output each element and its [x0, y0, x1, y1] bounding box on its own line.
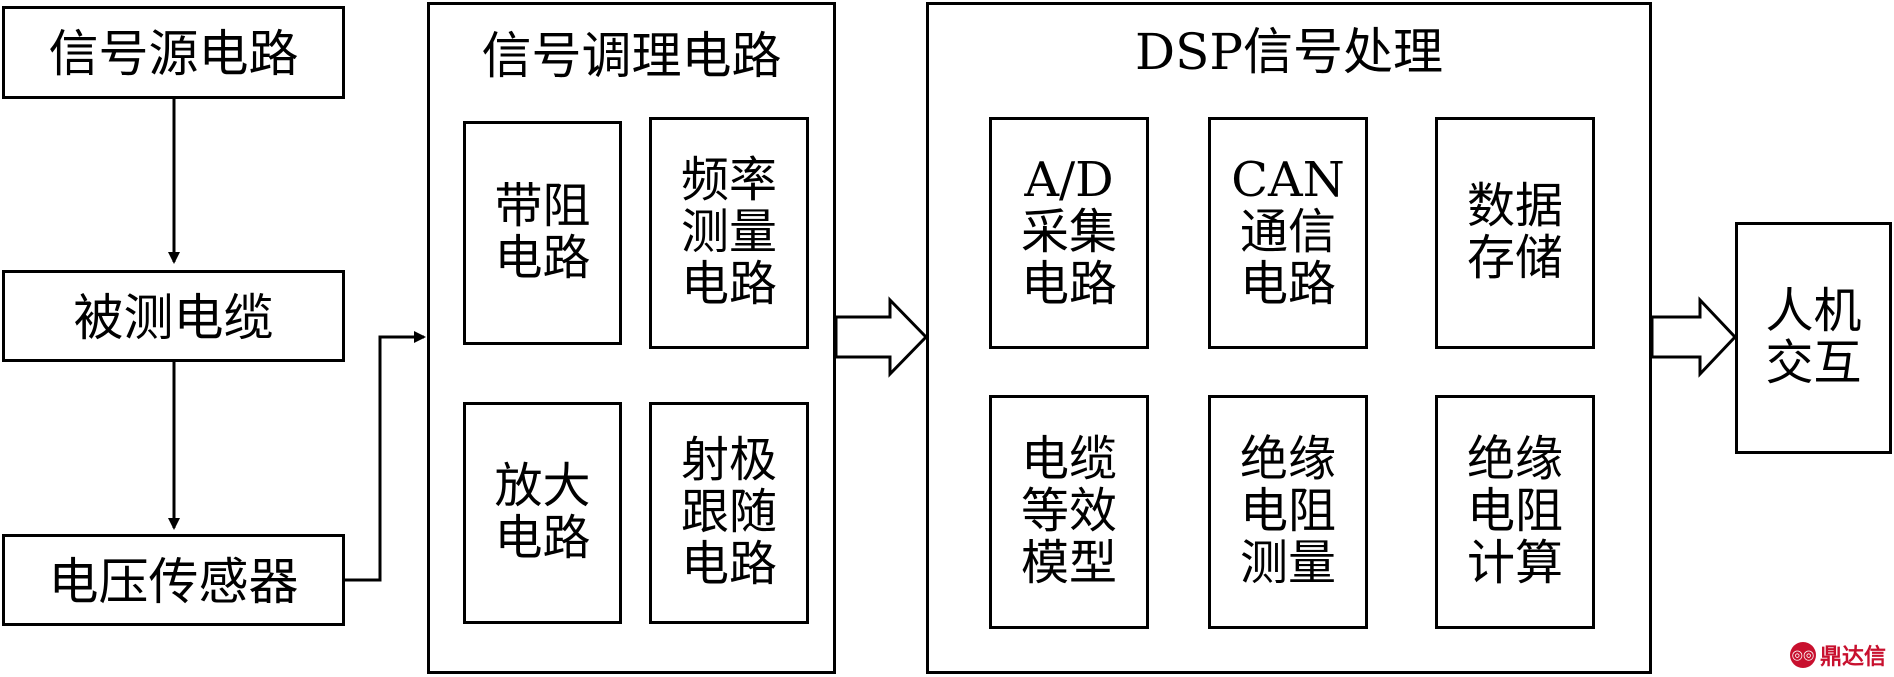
signal-source-box: 信号源电路 [2, 6, 345, 99]
hmi-line-1: 人机 [1765, 283, 1862, 340]
emitter-follower-line-3: 电路 [680, 535, 777, 592]
signal-source-label: 信号源电路 [48, 25, 299, 83]
ins-calc-line-3: 计算 [1466, 534, 1563, 591]
frequency-measure-circuit-box: 频率 测量 电路 [649, 117, 809, 349]
amplifier-circuit-box: 放大 电路 [463, 402, 622, 624]
ins-measure-line-2: 电阻 [1239, 483, 1336, 540]
watermark: ◎◎ 鼎达信 [1789, 639, 1886, 671]
freq-measure-line-1: 频率 [680, 152, 777, 209]
ad-line-1: A/D [1024, 152, 1114, 209]
amplifier-line-2: 电路 [494, 510, 591, 566]
insulation-resistance-calc-box: 绝缘 电阻 计算 [1435, 395, 1595, 629]
ad-acquisition-circuit-box: A/D 采集 电路 [989, 117, 1149, 349]
storage-line-2: 存储 [1466, 230, 1563, 286]
cable-under-test-label: 被测电缆 [73, 289, 274, 347]
cable-equivalent-model-box: 电缆 等效 模型 [989, 395, 1149, 629]
ad-line-2: 采集 [1020, 204, 1117, 261]
signal-conditioning-title: 信号调理电路 [481, 27, 782, 85]
hmi-line-2: 交互 [1765, 335, 1862, 391]
insulation-resistance-measure-box: 绝缘 电阻 测量 [1208, 395, 1368, 629]
ins-calc-line-2: 电阻 [1466, 483, 1563, 540]
block-arrow-conditioning-to-dsp [834, 296, 929, 378]
dsp-processing-title: DSP信号处理 [1135, 23, 1443, 81]
band-stop-circuit-box: 带阻 电路 [463, 121, 622, 345]
cable-under-test-box: 被测电缆 [2, 270, 345, 362]
voltage-sensor-box: 电压传感器 [2, 534, 345, 626]
arrow-sensor-to-conditioning [345, 331, 426, 582]
can-line-1: CAN [1231, 152, 1345, 209]
watermark-logo-icon: ◎◎ [1789, 642, 1816, 668]
block-arrow-dsp-to-hmi [1650, 296, 1738, 378]
can-line-3: 电路 [1239, 255, 1336, 312]
ad-line-3: 电路 [1020, 255, 1117, 312]
amplifier-line-1: 放大 [494, 458, 591, 515]
human-machine-interaction-box: 人机 交互 [1735, 222, 1892, 454]
can-communication-circuit-box: CAN 通信 电路 [1208, 117, 1368, 349]
band-stop-line-1: 带阻 [494, 178, 591, 235]
voltage-sensor-label: 电压传感器 [48, 553, 299, 611]
emitter-follower-line-1: 射极 [680, 432, 777, 489]
storage-line-1: 数据 [1466, 178, 1563, 235]
freq-measure-line-3: 电路 [680, 255, 777, 312]
band-stop-line-2: 电路 [494, 230, 591, 286]
data-storage-box: 数据 存储 [1435, 117, 1595, 349]
watermark-text: 鼎达信 [1819, 645, 1886, 670]
ins-measure-line-3: 测量 [1239, 534, 1336, 591]
ins-measure-line-1: 绝缘 [1239, 431, 1336, 488]
cable-model-line-2: 等效 [1020, 483, 1117, 540]
cable-model-line-1: 电缆 [1020, 431, 1117, 488]
freq-measure-line-2: 测量 [680, 204, 777, 261]
ins-calc-line-1: 绝缘 [1466, 431, 1563, 488]
cable-model-line-3: 模型 [1020, 534, 1117, 591]
emitter-follower-circuit-box: 射极 跟随 电路 [649, 402, 809, 624]
can-line-2: 通信 [1239, 204, 1336, 261]
emitter-follower-line-2: 跟随 [680, 484, 777, 541]
